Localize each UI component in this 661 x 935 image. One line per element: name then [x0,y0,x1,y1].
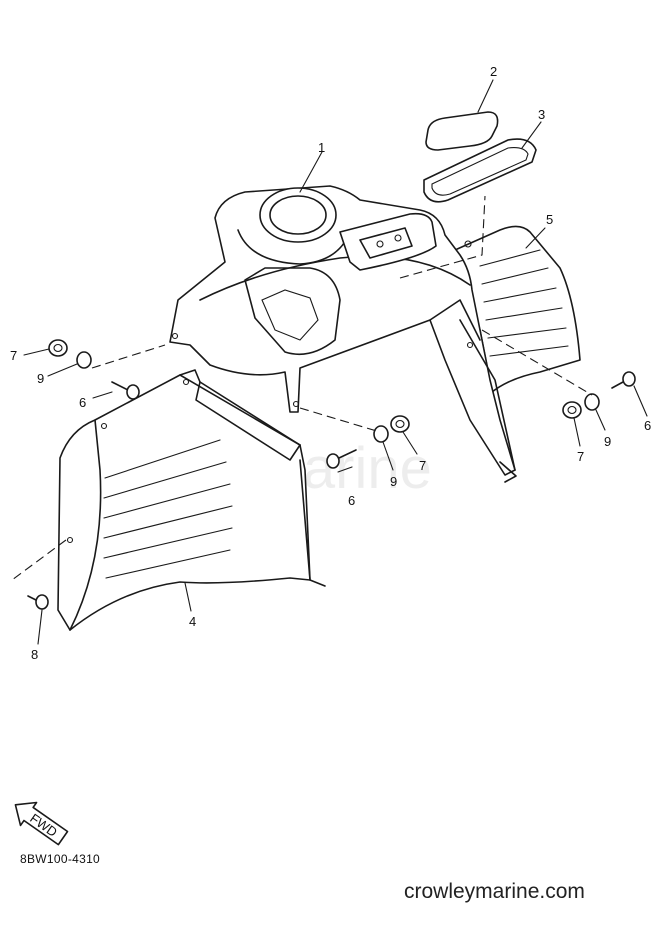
bolt-6-left[interactable] [111,381,140,400]
part-4-left-panel[interactable] [57,369,326,631]
alignment-line [91,344,166,369]
leader-line [37,609,43,645]
alignment-line [399,195,486,279]
callout-3: 3 [538,107,545,122]
alignment-line [11,539,67,581]
callout-4: 4 [189,614,196,629]
grommet-7-center[interactable] [390,415,410,433]
callout-2: 2 [490,64,497,79]
callout-6-center: 6 [348,493,355,508]
part-2-cap[interactable] [425,111,499,151]
fwd-label: FWD [27,811,60,840]
callout-9-left: 9 [37,371,44,386]
callout-8: 8 [31,647,38,662]
bolt-6-center[interactable] [326,449,357,469]
part-5-right-panel[interactable] [454,225,581,393]
leader-line [525,227,546,249]
grommet-7-left[interactable] [48,339,68,357]
callout-1: 1 [318,140,325,155]
leader-line [23,348,50,356]
part-code: 8BW100-4310 [20,852,101,866]
callout-9-center: 9 [390,474,397,489]
washer-9-left[interactable] [76,351,92,369]
part-1-main-cowling[interactable] [169,185,517,483]
leader-line [184,582,192,612]
callout-6-left: 6 [79,395,86,410]
leader-line [382,441,394,471]
leader-line [595,409,606,431]
alignment-line [299,407,381,433]
callout-7-left: 7 [10,348,17,363]
leader-line [402,431,418,455]
leader-line [337,466,353,473]
leader-line [299,151,323,193]
callout-5: 5 [546,212,553,227]
callout-7-center: 7 [419,458,426,473]
site-name: crowleymarine.com [404,880,585,903]
part-3-seal[interactable] [423,138,537,203]
callout-6-right: 6 [644,418,651,433]
leader-line [47,363,78,377]
leader-line [477,79,494,113]
bolt-6-right[interactable] [611,371,636,389]
leader-line [92,391,113,399]
washer-9-right[interactable] [584,393,600,411]
callout-7-right: 7 [577,449,584,464]
leader-line [633,385,648,417]
leader-line [521,121,542,149]
callout-9-right: 9 [604,434,611,449]
washer-9-center[interactable] [373,425,389,443]
grommet-7-right[interactable] [562,401,582,419]
screw-8[interactable] [27,594,49,610]
alignment-line [481,329,593,396]
leader-line [573,417,581,447]
fwd-arrow-icon: FWD [14,801,69,846]
